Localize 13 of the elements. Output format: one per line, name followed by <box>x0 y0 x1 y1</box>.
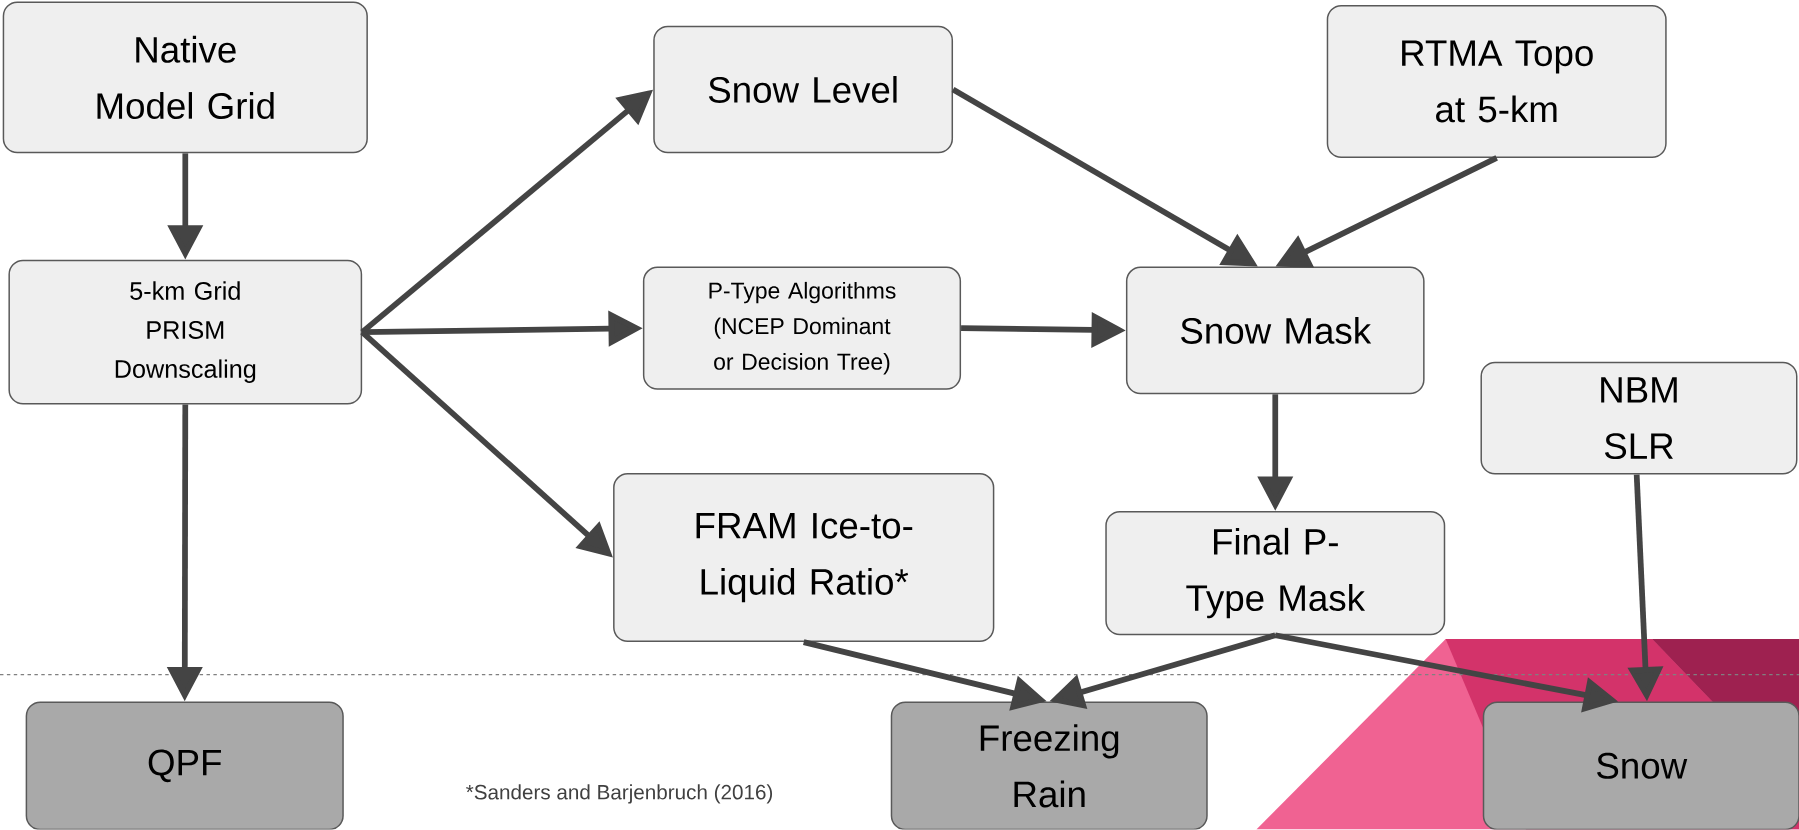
process-box: NBM SLR <box>1480 362 1798 475</box>
process-box: RTMA Topo at 5-km <box>1326 5 1667 159</box>
process-box: P-Type Algorithms (NCEP Dominant or Decision Tree) <box>642 266 962 390</box>
process-box: Snow Mask <box>1125 266 1425 395</box>
process-box: Final P-Type Mask <box>1105 511 1446 636</box>
process-box: Native Model Grid <box>2 1 368 154</box>
output-box: Snow <box>1482 701 1799 830</box>
process-box: Snow Level <box>653 25 954 154</box>
output-box: QPF <box>25 701 344 830</box>
footnote-text: *Sanders and Barjenbruch (2016) <box>466 784 773 804</box>
process-box: 5-km Grid PRISM Downscaling <box>8 259 363 405</box>
output-box: Freezing Rain <box>890 701 1208 830</box>
process-box: FRAM Ice-to-Liquid Ratio* <box>613 473 995 643</box>
